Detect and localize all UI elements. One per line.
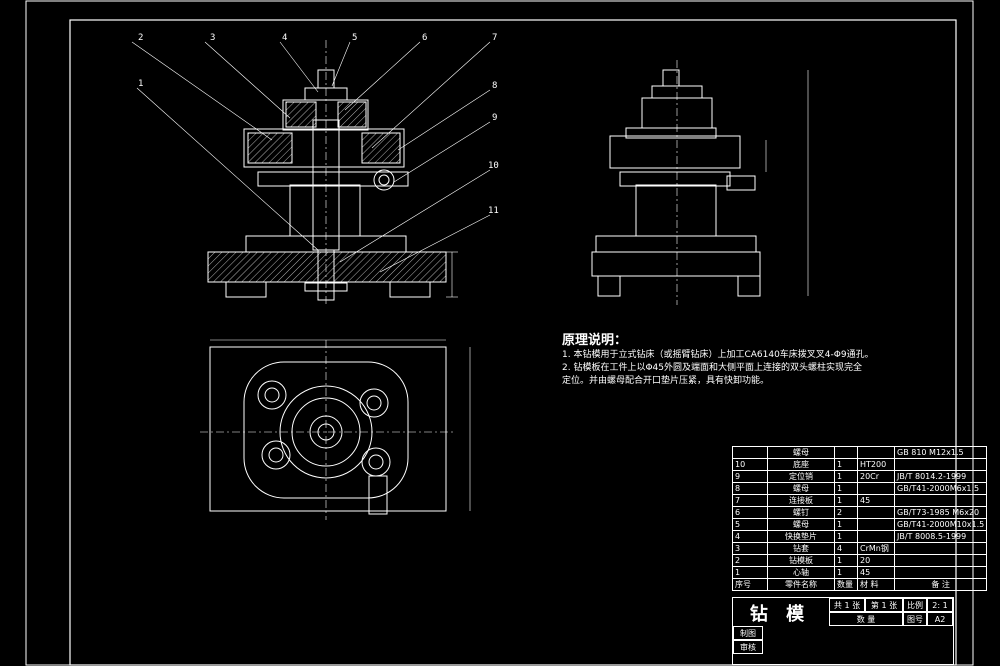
- checked-label: 审核: [733, 640, 763, 654]
- bom-cell-material: [857, 482, 895, 495]
- balloon-1: 1: [138, 79, 143, 89]
- bom-cell-note: [893, 494, 988, 507]
- drawing-title: 钻 模: [749, 604, 811, 625]
- bom-cell-note: GB/T41-2000M10x1.5: [893, 518, 988, 531]
- bom-cell-no: 2: [732, 554, 768, 567]
- notes-title: 原理说明：: [562, 333, 628, 348]
- bom-cell-no: 9: [732, 470, 768, 483]
- total-sheets: 共 1 张: [829, 598, 865, 612]
- bom-cell-material: 20Cr: [857, 470, 895, 483]
- bom-cell-material: HT200: [857, 458, 895, 471]
- bom-cell-qty: 1: [834, 530, 858, 543]
- notes-line-2: 2. 钻模板在工件上以Φ45外圆及端面和大侧平面上连接的双头螺柱实现完全: [562, 363, 862, 373]
- balloon-5: 5: [352, 33, 357, 43]
- balloon-11: 11: [488, 206, 499, 216]
- balloon-8: 8: [492, 81, 497, 91]
- bom-cell-note: [893, 458, 988, 471]
- qty-label: 数 量: [829, 612, 903, 626]
- bom-cell-name: 底座: [767, 458, 835, 471]
- balloon-3: 3: [210, 33, 215, 43]
- bom-cell-name: 螺母: [767, 518, 835, 531]
- notes-line-1: 1. 本钻模用于立式钻床（或摇臂钻床）上加工CA6140车床拨叉叉4-Φ9通孔。: [562, 350, 874, 360]
- bom-cell-qty: 1: [834, 494, 858, 507]
- bom-cell-qty: 4: [834, 542, 858, 555]
- title-block: 钻 模 共 1 张 第 1 张 比例 2: 1 数 量 图号 A2 制图 审核: [732, 597, 954, 665]
- bom-cell-note: [893, 566, 988, 579]
- bom-cell-note: [893, 542, 988, 555]
- principle-notes: 原理说明： 1. 本钻模用于立式钻床（或摇臂钻床）上加工CA6140车床拨叉叉4…: [562, 334, 892, 388]
- bom-cell-no: 4: [732, 530, 768, 543]
- bom-cell-note: GB/T41-2000M6x1.5: [893, 482, 988, 495]
- bom-cell-name: 心轴: [767, 566, 835, 579]
- bom-cell-note: JB/T 8014.2-1999: [893, 470, 988, 483]
- balloon-6: 6: [422, 33, 427, 43]
- balloon-2: 2: [138, 33, 143, 43]
- bom-cell-no: 7: [732, 494, 768, 507]
- bom-cell-material: 45: [857, 494, 895, 507]
- top-view: [200, 339, 471, 520]
- bom-cell-name: 钻模板: [767, 554, 835, 567]
- bom-cell-qty: 2: [834, 506, 858, 519]
- bom-cell-note: JB/T 8008.5-1999: [893, 530, 988, 543]
- bom-top-note: GB 810 M12x1.5: [893, 446, 988, 459]
- bom-top-name: 螺母: [767, 446, 835, 459]
- bom-top-row: 螺母 GB 810 M12x1.5: [732, 446, 988, 459]
- bom-cell-qty: 1: [834, 518, 858, 531]
- bom-cell-material: 20: [857, 554, 895, 567]
- bom-cell-name: 螺母: [767, 482, 835, 495]
- bom-cell-name: 螺钉: [767, 506, 835, 519]
- bom-cell-material: [857, 530, 895, 543]
- bom-cell-material: 45: [857, 566, 895, 579]
- scale-value: 2: 1: [927, 598, 953, 612]
- bom-cell-name: 定位销: [767, 470, 835, 483]
- bom-cell-material: [857, 506, 895, 519]
- bom-cell-name: 连接板: [767, 494, 835, 507]
- balloon-7: 7: [492, 33, 497, 43]
- balloon-9: 9: [492, 113, 497, 123]
- bom-cell-no: 6: [732, 506, 768, 519]
- notes-line-3: 定位。并由螺母配合开口垫片压紧，具有快卸功能。: [562, 376, 770, 386]
- bom-cell-no: 8: [732, 482, 768, 495]
- bom-cell-qty: 1: [834, 470, 858, 483]
- bom-cell-name: 快换垫片: [767, 530, 835, 543]
- scale-label: 比例: [903, 598, 927, 612]
- bom-cell-note: GB/T73-1985 M6x20: [893, 506, 988, 519]
- side-view: [591, 60, 809, 305]
- bom-cell-no: 1: [732, 566, 768, 579]
- bom-header: 序号 零件名称 数量 材 料 备 注: [732, 578, 988, 591]
- bom-cell-qty: 1: [834, 482, 858, 495]
- bom-cell-qty: 1: [834, 458, 858, 471]
- balloon-4: 4: [282, 33, 287, 43]
- bom-cell-note: [893, 554, 988, 567]
- inner-border: [69, 19, 957, 666]
- bom-cell-qty: 1: [834, 566, 858, 579]
- balloon-labels: 1 2 3 4 5 6 7 8 9 10 11: [138, 33, 499, 216]
- balloon-10: 10: [488, 161, 499, 171]
- bom-cell-material: CrMn钢: [857, 542, 895, 555]
- sheet-no: 第 1 张: [865, 598, 903, 612]
- drawing-no-label: 图号: [903, 612, 927, 626]
- front-view: [131, 40, 491, 305]
- bom-cell-name: 钻套: [767, 542, 835, 555]
- bom-cell-qty: 1: [834, 554, 858, 567]
- drawn-label: 制图: [733, 626, 763, 640]
- sheet-size: A2: [927, 612, 953, 626]
- bom-cell-material: [857, 518, 895, 531]
- bom-cell-no: 3: [732, 542, 768, 555]
- bom-cell-no: 5: [732, 518, 768, 531]
- bom-cell-no: 10: [732, 458, 768, 471]
